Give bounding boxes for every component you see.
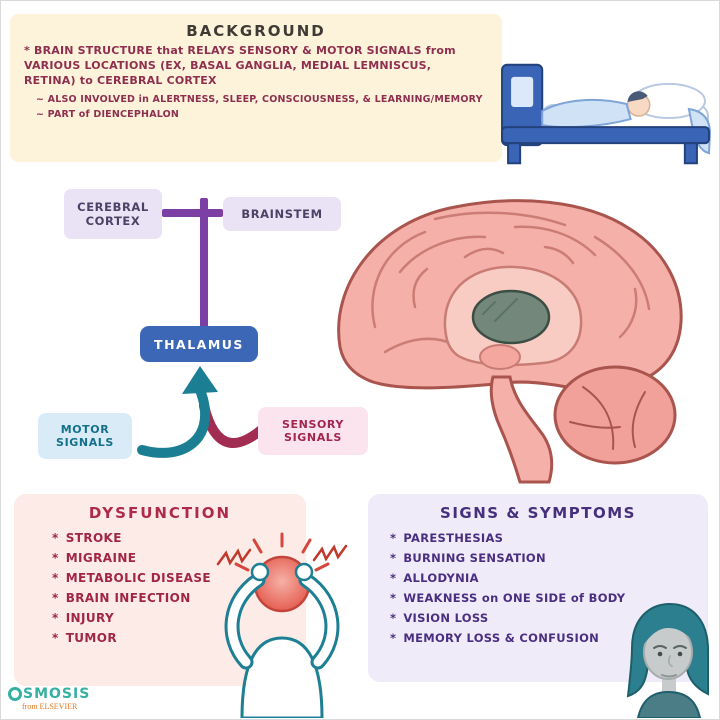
dysfunction-item: * MIGRAINE — [52, 548, 306, 568]
asterisk-bullet: * — [390, 551, 397, 565]
signs-item-label: BURNING SENSATION — [403, 551, 546, 565]
sagittal-brain-illustration — [337, 199, 683, 484]
signs-item-label: VISION LOSS — [403, 611, 489, 625]
asterisk-bullet: * — [52, 631, 59, 645]
background-section: BACKGROUND * BRAIN STRUCTURE that RELAYS… — [10, 14, 502, 162]
signs-item-label: PARESTHESIAS — [403, 531, 504, 545]
signs-item: * VISION LOSS — [390, 608, 708, 628]
brainstem-label: BRAINSTEM — [241, 207, 323, 221]
elsevier-tagline: from ELSEVIER — [22, 702, 78, 711]
osmosis-brand-text: SMOSIS — [23, 686, 91, 702]
dysfunction-item: * TUMOR — [52, 628, 306, 648]
dysfunction-item-label: STROKE — [65, 531, 122, 545]
asterisk-bullet: * — [52, 531, 59, 545]
asterisk-bullet: * — [52, 551, 59, 565]
dysfunction-item-label: MIGRAINE — [65, 551, 137, 565]
asterisk-bullet: * — [390, 571, 397, 585]
asterisk-bullet: * — [52, 571, 59, 585]
signs-item: * ALLODYNIA — [390, 568, 708, 588]
dysfunction-item-label: METABOLIC DISEASE — [65, 571, 212, 585]
dysfunction-item: * INJURY — [52, 608, 306, 628]
dysfunction-title: DYSFUNCTION — [88, 504, 232, 522]
confused-woman-face-illustration — [626, 602, 709, 718]
dysfunction-item: * STROKE — [52, 528, 306, 548]
sensory-signals-label: SENSORY SIGNALS — [282, 418, 344, 444]
dysfunction-item-label: INJURY — [65, 611, 115, 625]
node-thalamus: THALAMUS — [140, 326, 258, 362]
connector-vertical — [200, 198, 208, 328]
signs-item-label: WEAKNESS on ONE SIDE of BODY — [403, 591, 626, 605]
headache-person-illustration — [216, 532, 348, 718]
node-sensory-signals: SENSORY SIGNALS — [258, 407, 368, 455]
dysfunction-item: * METABOLIC DISEASE — [52, 568, 306, 588]
asterisk-bullet: * — [52, 611, 59, 625]
osmosis-o-icon — [8, 687, 22, 701]
signs-symptoms-list: * PARESTHESIAS * BURNING SENSATION * ALLODY… — [390, 528, 708, 648]
asterisk-bullet: * — [390, 611, 397, 625]
background-line2: ~ ALSO INVOLVED in ALERTNESS, SLEEP, CON… — [36, 93, 483, 105]
osmosis-logo: SMOSIS from ELSEVIER — [8, 686, 90, 711]
background-line1: * BRAIN STRUCTURE that RELAYS SENSORY & … — [24, 44, 456, 87]
background-title: BACKGROUND — [186, 22, 326, 40]
motor-signals-label: MOTOR SIGNALS — [56, 423, 114, 449]
node-motor-signals: MOTOR SIGNALS — [38, 413, 132, 459]
node-cerebral-cortex: CEREBRAL CORTEX — [64, 189, 162, 239]
thalamus-highlight — [471, 289, 551, 345]
asterisk-bullet: * — [390, 591, 397, 605]
signs-item-label: ALLODYNIA — [403, 571, 479, 585]
sleeping-person-bed-illustration — [501, 63, 711, 165]
connector-horizontal — [162, 209, 223, 217]
signs-item: * PARESTHESIAS — [390, 528, 708, 548]
dysfunction-list: * STROKE * MIGRAINE * METABOLIC DISEASE * BR… — [52, 528, 306, 648]
cerebral-cortex-label: CEREBRAL CORTEX — [77, 200, 149, 228]
asterisk-bullet: * — [390, 631, 397, 645]
dysfunction-item-label: TUMOR — [65, 631, 117, 645]
asterisk-bullet: * — [52, 591, 59, 605]
dysfunction-item: * BRAIN INFECTION — [52, 588, 306, 608]
dysfunction-item-label: BRAIN INFECTION — [65, 591, 191, 605]
signs-item: * BURNING SENSATION — [390, 548, 708, 568]
background-line3: ~ PART of DIENCEPHALON — [36, 108, 180, 120]
signs-item: * WEAKNESS on ONE SIDE of BODY — [390, 588, 708, 608]
thalamus-label: THALAMUS — [154, 336, 244, 352]
node-brainstem: BRAINSTEM — [223, 197, 341, 231]
signs-item: * MEMORY LOSS & CONFUSION — [390, 628, 708, 648]
signs-item-label: MEMORY LOSS & CONFUSION — [403, 631, 600, 645]
asterisk-bullet: * — [390, 531, 397, 545]
signs-symptoms-title: SIGNS & SYMPTOMS — [440, 504, 636, 522]
